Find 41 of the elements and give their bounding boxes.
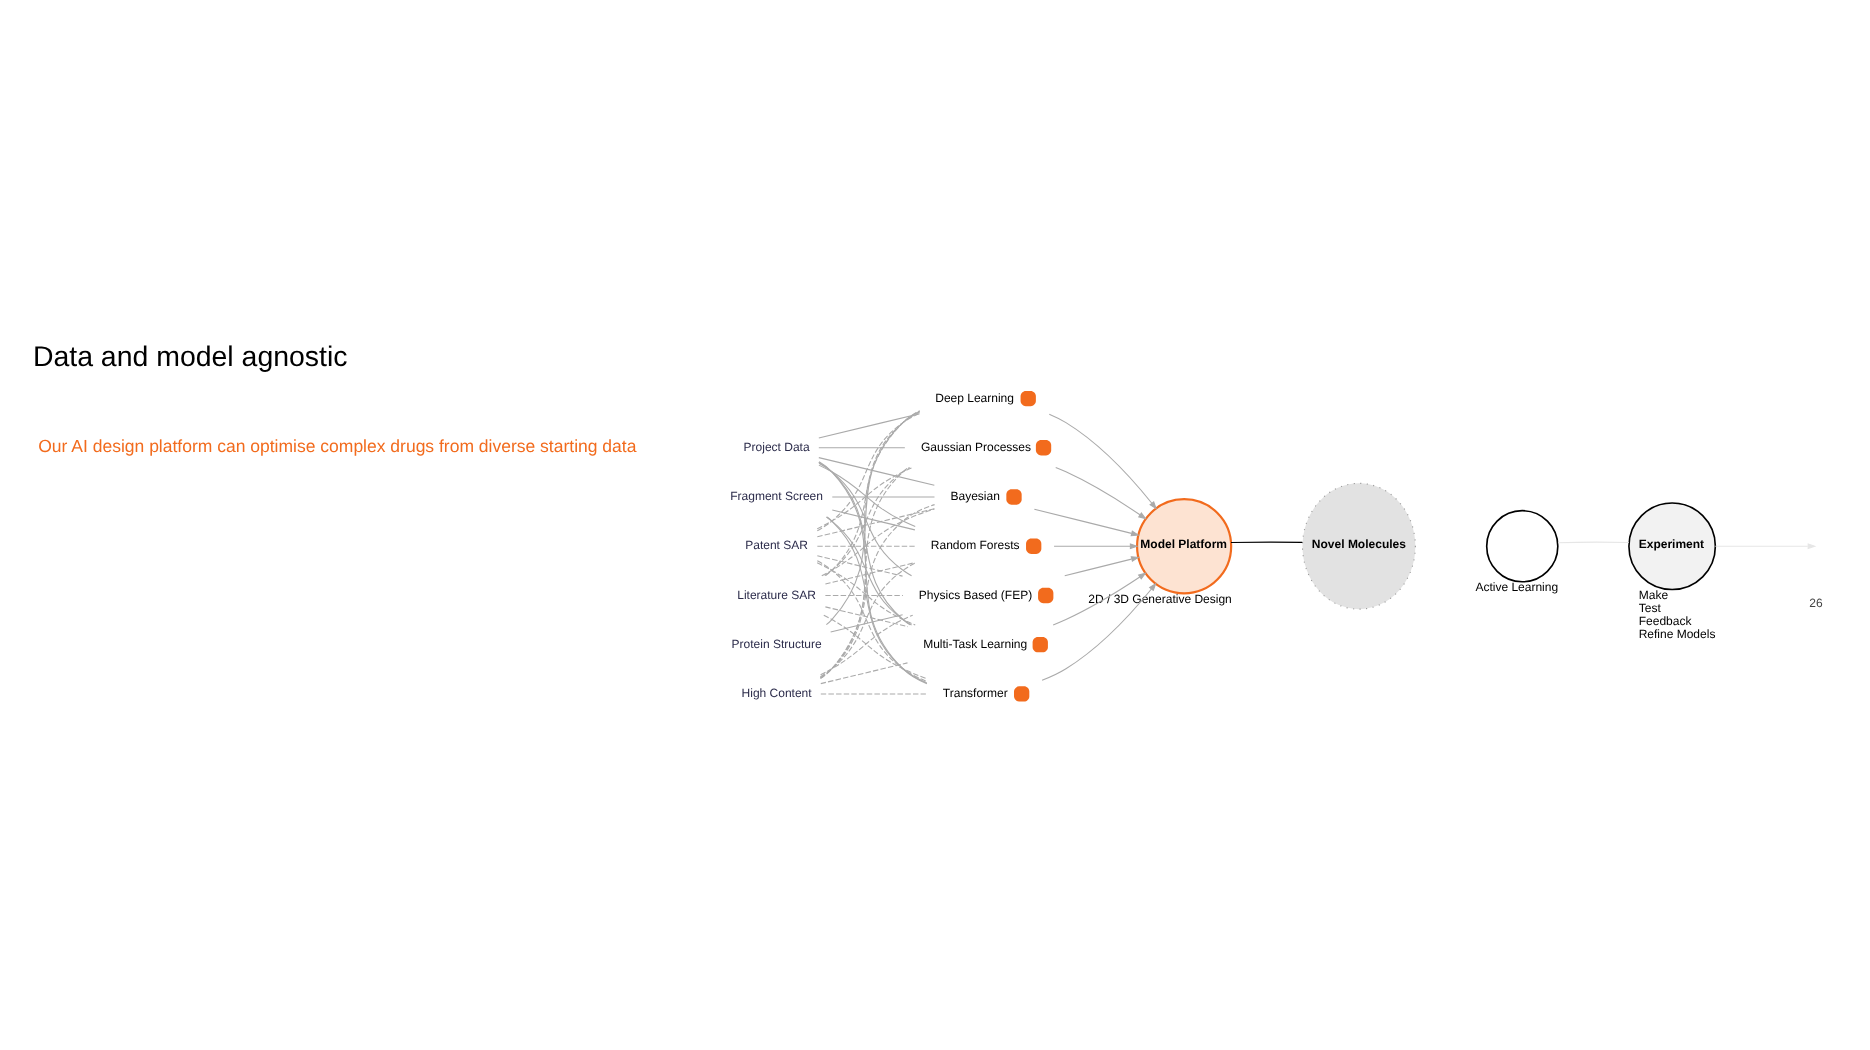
arrow bbox=[1033, 507, 1140, 536]
label: Our AI design platform can optimise complex drugs from diverse starting data bbox=[38, 434, 637, 455]
connector bbox=[826, 515, 928, 683]
arrow bbox=[1055, 465, 1147, 519]
diagram-title: Data and model agnostic bbox=[32, 340, 348, 373]
arrow bbox=[1053, 542, 1139, 549]
arrow bbox=[1048, 412, 1158, 509]
connector bbox=[825, 410, 921, 576]
connector bbox=[816, 559, 928, 681]
connector bbox=[818, 460, 928, 684]
connector bbox=[820, 613, 914, 675]
connector bbox=[830, 613, 904, 632]
arrow bbox=[1064, 555, 1140, 576]
connector bbox=[824, 593, 904, 595]
connector bbox=[816, 411, 921, 531]
connector bbox=[824, 561, 916, 584]
connector bbox=[823, 613, 928, 679]
connector bbox=[820, 692, 928, 694]
connector bbox=[818, 412, 921, 438]
connector bbox=[819, 561, 916, 677]
connector bbox=[816, 561, 916, 625]
connector bbox=[816, 554, 904, 576]
connector bbox=[818, 446, 906, 448]
connector bbox=[820, 466, 909, 678]
connector bbox=[825, 409, 921, 625]
arrow bbox=[1052, 571, 1147, 625]
connector bbox=[825, 515, 913, 625]
connector bbox=[818, 456, 935, 485]
node-circle bbox=[1485, 508, 1559, 582]
connector bbox=[816, 544, 916, 546]
connector bbox=[824, 605, 909, 627]
connector bbox=[821, 507, 935, 576]
connector bbox=[831, 508, 916, 530]
connector bbox=[820, 661, 908, 684]
arrow bbox=[1041, 581, 1157, 680]
connector bbox=[1230, 540, 1303, 543]
connector bbox=[819, 503, 936, 678]
connector bbox=[819, 409, 921, 679]
connector bbox=[818, 460, 911, 625]
connector bbox=[816, 507, 935, 537]
connector bbox=[831, 495, 936, 497]
